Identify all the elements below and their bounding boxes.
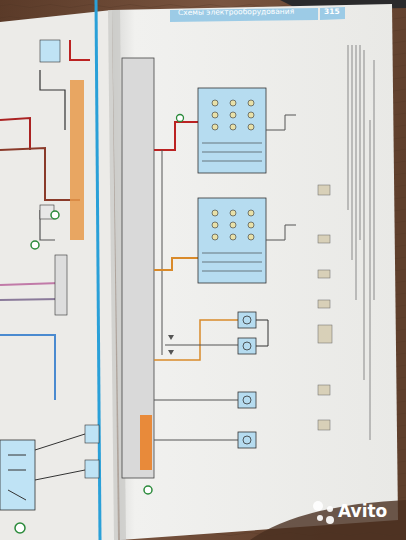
lamp-symbol (212, 234, 218, 240)
page-number: 315 (324, 7, 340, 15)
lamp-symbol (248, 210, 254, 216)
lamp-symbol (248, 112, 254, 118)
lamp-symbol (212, 124, 218, 130)
lamp-symbol (230, 234, 236, 240)
wire (202, 262, 262, 263)
wire (202, 271, 262, 272)
lamp-symbol (248, 124, 254, 130)
lamp-symbol (212, 222, 218, 228)
lamp-symbol (248, 100, 254, 106)
lamp-symbol (248, 222, 254, 228)
lamp-symbol (212, 210, 218, 216)
lamp-symbol (212, 100, 218, 106)
lamp-symbol (248, 234, 254, 240)
lamp-symbol (212, 112, 218, 118)
wire (202, 143, 262, 144)
wire (202, 152, 262, 153)
wire (202, 161, 262, 162)
lamp-symbol (230, 210, 236, 216)
lamp-symbol (230, 100, 236, 106)
watermark: Avito (338, 502, 387, 521)
lamp-symbol (230, 222, 236, 228)
wire (202, 253, 262, 254)
lamp-symbol (230, 124, 236, 130)
lamp-symbol (230, 112, 236, 118)
page-header: Схемы электрооборудования (178, 8, 294, 17)
